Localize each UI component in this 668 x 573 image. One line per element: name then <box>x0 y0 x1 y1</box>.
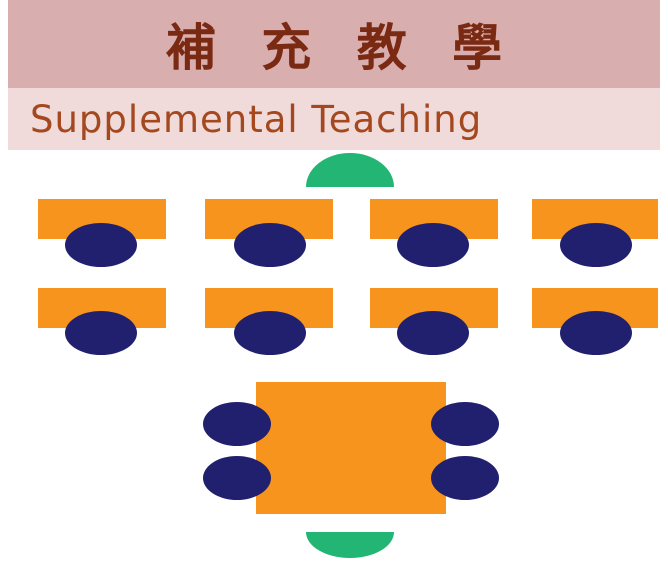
student <box>234 223 306 267</box>
group-table <box>256 382 446 514</box>
student <box>397 311 469 355</box>
group-student <box>431 456 499 500</box>
student <box>397 223 469 267</box>
student <box>560 311 632 355</box>
student <box>234 311 306 355</box>
group-student <box>431 402 499 446</box>
student <box>65 223 137 267</box>
teacher-bottom <box>306 532 394 558</box>
teacher-top <box>306 153 394 187</box>
subtitle-band: Supplemental Teaching <box>8 88 660 150</box>
student <box>65 311 137 355</box>
student <box>560 223 632 267</box>
title-band: 補 充 教 學 <box>8 0 660 88</box>
group-student <box>203 402 271 446</box>
group-student <box>203 456 271 500</box>
page-subtitle: Supplemental Teaching <box>30 97 483 141</box>
page-title: 補 充 教 學 <box>165 19 517 77</box>
